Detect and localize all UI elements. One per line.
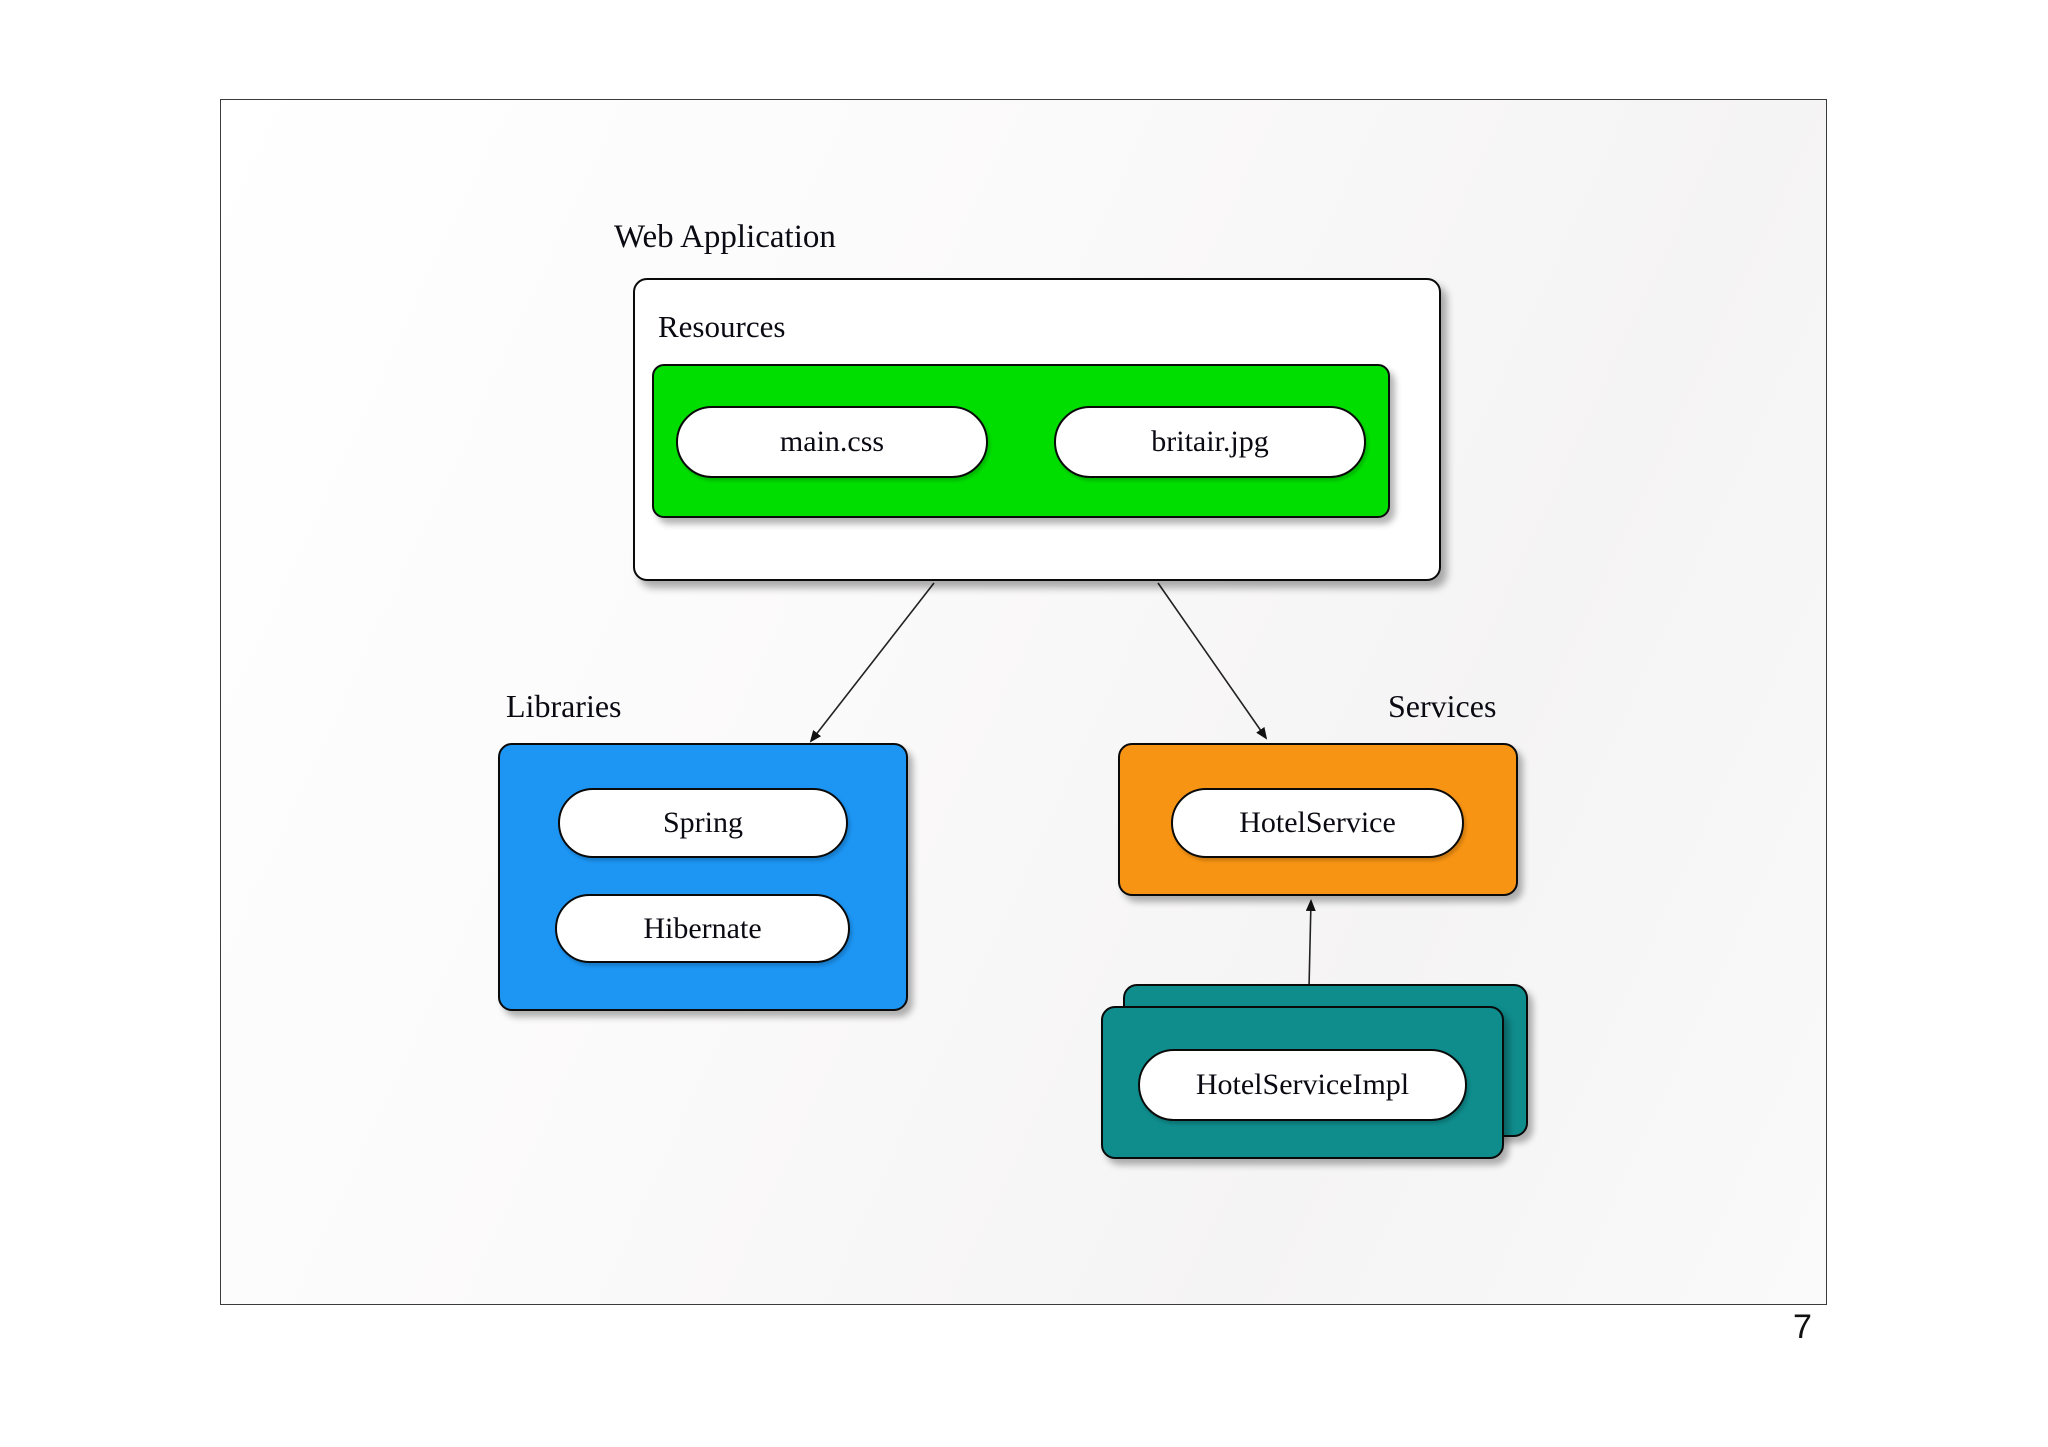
library-pill-spring-label: Spring <box>662 806 743 839</box>
libraries-box <box>498 743 908 1011</box>
library-pill-hibernate: Hibernate <box>555 894 850 963</box>
impl-pill-hotelserviceimpl-label: HotelServiceImpl <box>1195 1068 1410 1101</box>
libraries-title: Libraries <box>506 688 622 724</box>
resources-label: Resources <box>658 309 786 344</box>
services-title: Services <box>1388 688 1497 724</box>
library-pill-spring: Spring <box>558 788 848 858</box>
resource-pill-main-css-label: main.css <box>779 425 885 458</box>
page-number: 7 <box>1793 1308 1812 1346</box>
service-pill-hotelservice-label: HotelService <box>1239 806 1396 839</box>
arrow-impl-to-services <box>1305 899 1316 989</box>
resource-pill-britair-jpg-label: britair.jpg <box>1151 425 1269 458</box>
service-pill-hotelservice: HotelService <box>1171 788 1464 858</box>
arrow-webapp-to-libraries <box>809 582 935 743</box>
arrow-webapp-to-services <box>1157 582 1268 740</box>
resource-pill-main-css: main.css <box>676 406 988 478</box>
slide-canvas: Web Application Resources main.css brita… <box>220 99 1827 1305</box>
web-application-title: Web Application <box>614 219 836 255</box>
impl-pill-hotelserviceimpl: HotelServiceImpl <box>1138 1049 1467 1121</box>
library-pill-hibernate-label: Hibernate <box>643 911 762 945</box>
resource-pill-britair-jpg: britair.jpg <box>1054 406 1366 478</box>
